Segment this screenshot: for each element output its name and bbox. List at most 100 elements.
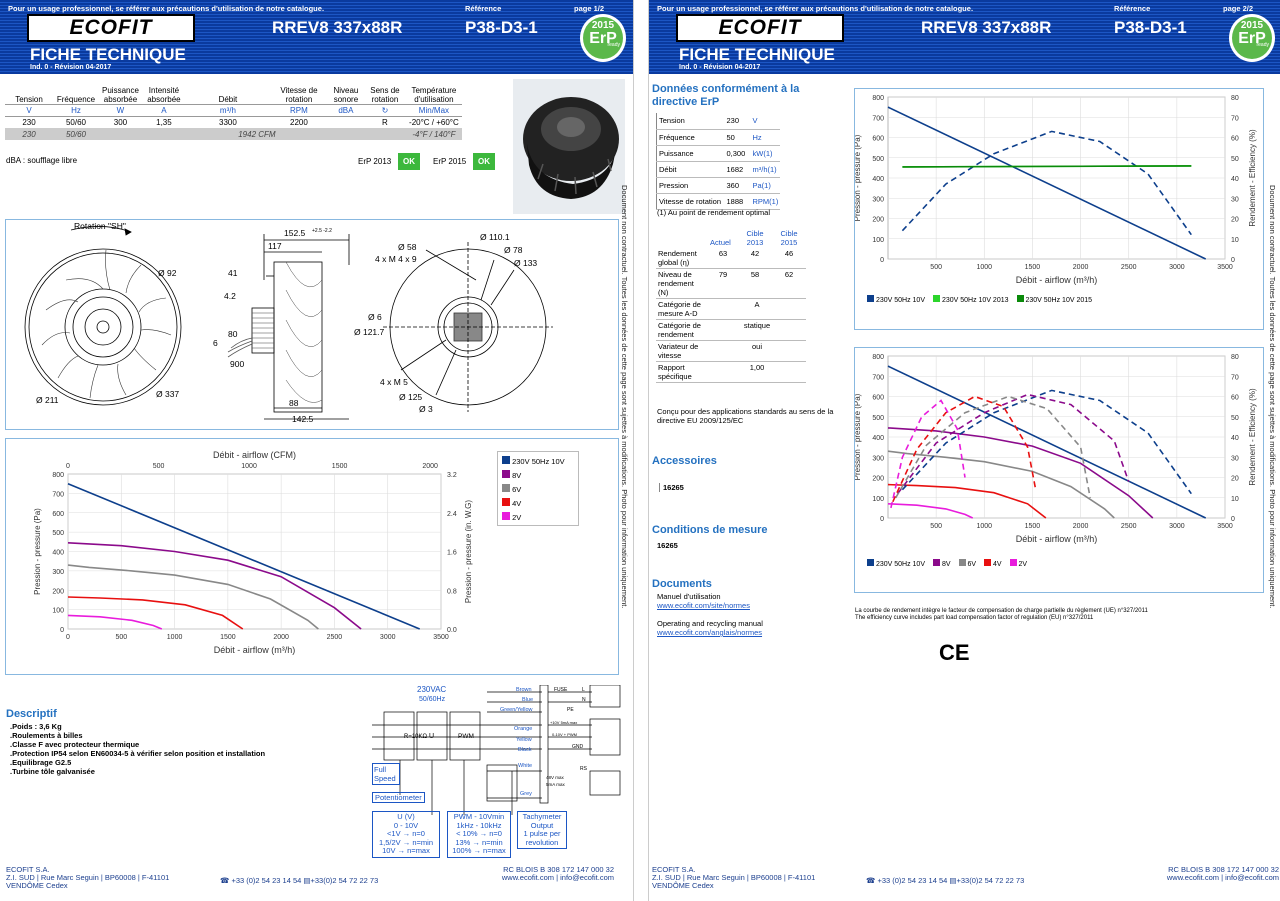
descriptif-item: .Protection IP54 selon EN60034-5 à vérif… — [10, 749, 266, 758]
y-tick-label: 200 — [872, 217, 884, 224]
gnd-label: GND — [572, 744, 584, 750]
dim-d78: Ø 78 — [504, 245, 523, 255]
efficiency-curve — [895, 395, 1091, 499]
y-tick-label: 200 — [52, 588, 64, 595]
wire-blue: Blue — [522, 697, 533, 703]
series-line — [67, 614, 163, 630]
x-tick-label: 1500 — [1025, 264, 1041, 271]
u-label: U — [429, 733, 434, 740]
x-tick-label: 1000 — [976, 523, 992, 530]
y2-tick-label: 3.2 — [447, 472, 457, 479]
chart1-legend: 230V 50Hz 10V 8V 6V 4V 2V — [497, 451, 579, 526]
series-line — [887, 450, 1115, 519]
manual-link[interactable]: www.ecofit.com/site/normes — [657, 601, 750, 610]
legend-item: 230V 50Hz 10V 2015 — [1016, 295, 1092, 304]
dim-d3: Ø 3 — [419, 404, 433, 414]
y-axis-label: Pression - pressure (Pa) — [855, 134, 862, 221]
y2-tick-label: 0.0 — [447, 627, 457, 634]
usage-notice: Pour un usage professionnel, se référer … — [8, 4, 325, 13]
dim-80: 80 — [228, 329, 238, 339]
doc-title: FICHE TECHNIQUE — [679, 45, 835, 64]
y-tick-label: 400 — [872, 435, 884, 442]
x-tick-label: 2500 — [1121, 264, 1137, 271]
efficiency-curve — [901, 389, 1192, 495]
series-line — [887, 483, 1047, 519]
y-tick-label: 600 — [52, 511, 64, 518]
dim-4-2: 4.2 — [224, 291, 236, 301]
x-tick-label: 1000 — [167, 634, 183, 641]
y-tick-label: 700 — [872, 115, 884, 122]
erp2013-label: ErP 2013 — [358, 157, 392, 166]
footer-address: ECOFIT S.A.Z.I. SUD | Rue Marc Seguin | … — [652, 865, 816, 890]
wiring-diagram: 230VAC 50/60Hz R=10KΩ U PWM Brown Blue G… — [362, 684, 630, 861]
legend-item: 8V — [502, 469, 565, 483]
rs-label: RS — [580, 766, 588, 772]
dim-d110: Ø 110.1 — [480, 232, 510, 242]
x-tick-label: 2000 — [273, 634, 289, 641]
y-tick-label: 400 — [872, 176, 884, 183]
legend-item: 6V — [958, 559, 976, 568]
erp-section-title: Données conformément à la directive ErP — [652, 83, 800, 108]
y2-tick-label: 0 — [1231, 516, 1235, 523]
y-tick-label: 0 — [880, 516, 884, 523]
descriptif-title: Descriptif — [6, 708, 57, 720]
erp2015-ok-badge: OK — [473, 153, 495, 170]
recycle-link[interactable]: www.ecofit.com/anglais/normes — [657, 628, 763, 637]
fuse-label: FUSE — [554, 687, 568, 693]
pwm-in-label: 0-10V + PWM — [552, 732, 577, 737]
x2-tick-label: 2000 — [422, 463, 438, 470]
resistor-label: R=10KΩ — [404, 734, 428, 740]
x2-axis-label: Débit - airflow (CFM) — [213, 450, 296, 460]
legend-item: 4V — [984, 559, 1002, 568]
erp-note: (1) Au point de rendement optimal — [657, 208, 770, 217]
y-tick-label: 600 — [872, 136, 884, 143]
dim-d58: Ø 58 — [398, 242, 417, 252]
technical-drawing: Rotation "SH" Ø 92 Ø 211 Ø 337 152.5 +2.… — [5, 219, 619, 430]
y-tick-label: 500 — [52, 530, 64, 537]
y-tick-label: 700 — [872, 374, 884, 381]
wire-brown: Brown — [516, 687, 532, 693]
x-tick-label: 2000 — [1073, 264, 1089, 271]
y-tick-label: 0 — [880, 257, 884, 264]
y2-tick-label: 2.4 — [447, 511, 457, 518]
erp2015-label: ErP 2015 — [433, 157, 467, 166]
dim-900: 900 — [230, 359, 244, 369]
doc-title: FICHE TECHNIQUE — [30, 45, 186, 64]
y2-tick-label: 50 — [1231, 415, 1239, 422]
rotation-label: Rotation "SH" — [74, 221, 126, 231]
y2-tick-label: 30 — [1231, 196, 1239, 203]
line-label: L — [582, 687, 585, 693]
y2-tick-label: 70 — [1231, 115, 1239, 122]
descriptif-item: .Turbine tôle galvanisée — [10, 767, 95, 776]
efficiency-curve — [896, 393, 1130, 495]
full-speed-box: Full Speed — [372, 763, 400, 785]
y2-tick-label: 20 — [1231, 476, 1239, 483]
x2-tick-label: 0 — [66, 463, 70, 470]
revision: Ind. 0 - Révision 04-2017 — [30, 64, 112, 71]
y2-tick-label: 60 — [1231, 136, 1239, 143]
series-line — [887, 106, 1207, 260]
legend-item: 230V 50Hz 10V — [502, 455, 565, 469]
dim-6: 6 — [213, 338, 218, 348]
dim-m4x9: 4 x M 4 x 9 — [375, 254, 417, 264]
x-axis-label: Débit - airflow (m³/h) — [1016, 534, 1098, 544]
usage-notice: Pour un usage professionnel, se référer … — [657, 4, 974, 13]
supply-label: 230VAC — [417, 685, 446, 694]
phone-icon: ☎ — [220, 876, 230, 885]
y-tick-label: 200 — [872, 476, 884, 483]
y2-tick-label: 10 — [1231, 237, 1239, 244]
x2-tick-label: 1000 — [241, 463, 257, 470]
x-axis-label: Débit - airflow (m³/h) — [214, 645, 296, 655]
y-tick-label: 800 — [872, 95, 884, 102]
